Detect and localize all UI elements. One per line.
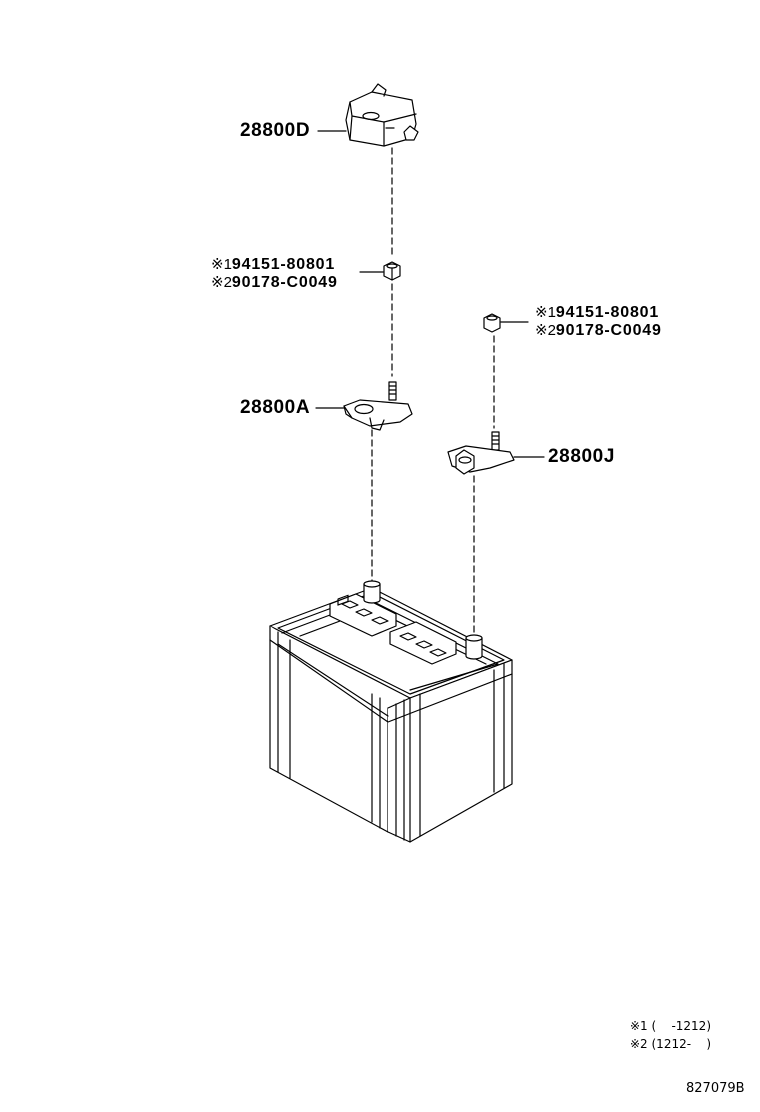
part-number-label: 94151-80801 [231,256,336,273]
note-marker-2: ※2 [211,274,232,291]
clamp-a-drawing [343,381,413,431]
part-number-label: 90178-C0049 [231,274,338,291]
nut-left-drawing [383,261,401,281]
nut-right-part-1[interactable]: ※194151-80801 [535,304,659,321]
battery-drawing [269,580,513,843]
nut-right-drawing [483,313,501,333]
part-number-label: 94151-80801 [555,304,660,321]
nut-left-part-1[interactable]: ※194151-80801 [211,256,335,273]
note-marker-2: ※2 [535,322,556,339]
part-label-28800A[interactable]: 28800A [240,397,311,418]
figure-number: 827079B [686,1081,745,1096]
terminal-cover-drawing [345,83,419,147]
nut-right-part-2[interactable]: ※290178-C0049 [535,322,662,339]
footnote-1: ※1 ( -1212) [630,1019,711,1033]
nut-left-part-2[interactable]: ※290178-C0049 [211,274,338,291]
note-marker-1: ※1 [211,256,232,273]
part-label-28800D[interactable]: 28800D [240,120,311,141]
part-label-28800J[interactable]: 28800J [548,446,616,467]
footnote-2: ※2 (1212- ) [630,1037,711,1051]
part-number-label: 90178-C0049 [555,322,662,339]
note-marker-1: ※1 [535,304,556,321]
clamp-j-drawing [447,431,515,475]
